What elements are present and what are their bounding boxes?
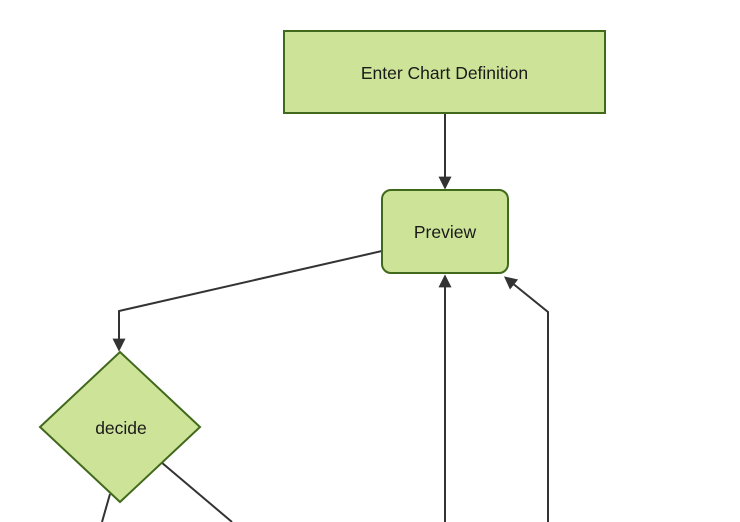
- edge-preview-to-decide: [112, 250, 383, 352]
- edge-decide-to-offscreen-left: [101, 493, 111, 522]
- preview-shape: [381, 189, 509, 274]
- enter-chart-definition-shape: [283, 30, 606, 114]
- node-decide: decide: [38, 350, 202, 504]
- preview-label: Preview: [414, 222, 477, 242]
- node-enter-chart-definition: Enter Chart Definition: [283, 30, 606, 114]
- node-preview: Preview: [381, 189, 509, 274]
- edges: [101, 113, 549, 522]
- decide-label: decide: [95, 418, 147, 438]
- edge-offscreen-to-preview-corner: [503, 276, 549, 522]
- edge-decide-to-offscreen-right: [160, 461, 233, 522]
- decide-shape: [38, 350, 202, 504]
- enter-chart-definition-label: Enter Chart Definition: [361, 63, 528, 83]
